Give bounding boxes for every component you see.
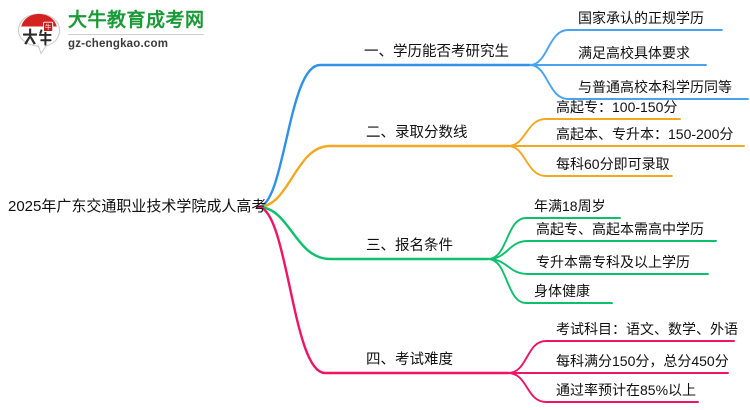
- leaf-4-3-label[interactable]: 通过率预计在85%以上: [556, 382, 697, 398]
- leaf-1-3-label[interactable]: 与普通高校本科学历同等: [578, 79, 732, 95]
- site-logo[interactable]: 牛 大牛教育成考网 gz-chengkao.com: [14, 6, 204, 62]
- sub-line-1-1: [529, 29, 723, 66]
- logo-site-name: 大牛教育成考网: [68, 10, 205, 31]
- root-node-label[interactable]: 2025年广东交通职业技术学院成人高考: [8, 198, 267, 215]
- branch-2-label[interactable]: 二、录取分数线: [366, 125, 468, 141]
- logo-domain: gz-chengkao.com: [68, 38, 169, 50]
- leaf-3-3-label[interactable]: 专升本需专科及以上学历: [536, 254, 690, 270]
- branch-4-label[interactable]: 四、考试难度: [366, 352, 453, 368]
- sub-line-4-3: [507, 372, 699, 403]
- sub-line-3-2: [487, 240, 717, 260]
- leaf-2-3-label[interactable]: 每科60分即可录取: [556, 156, 670, 172]
- branch-3-label[interactable]: 三、报名条件: [366, 238, 453, 254]
- leaf-1-1-label[interactable]: 国家承认的正规学历: [578, 10, 704, 26]
- leaf-3-4-label[interactable]: 身体健康: [534, 283, 590, 299]
- sub-line-2-3: [507, 145, 673, 177]
- main-line-3: [256, 205, 490, 261]
- main-line-4: [256, 205, 510, 375]
- leaf-4-2-label[interactable]: 每科满分150分，总分450分: [556, 353, 729, 369]
- sub-line-3-1: [487, 217, 621, 260]
- sub-line-1-3: [529, 64, 749, 100]
- leaf-4-1-label[interactable]: 考试科目：语文、数学、外语: [556, 321, 738, 337]
- leaf-3-1-label[interactable]: 年满18周岁: [534, 198, 606, 214]
- sub-line-3-4: [487, 258, 613, 304]
- main-branch-lines: [256, 63, 532, 375]
- leaf-1-2-label[interactable]: 满足高校具体要求: [578, 45, 690, 61]
- main-line-2: [256, 144, 510, 209]
- leaf-2-2-label[interactable]: 高起本、专升本：150-200分: [556, 126, 734, 142]
- branch-1-label[interactable]: 一、学历能否考研究生: [364, 44, 509, 60]
- logo-text-block: 大牛教育成考网 gz-chengkao.com: [68, 10, 208, 51]
- sub-line-4-1: [507, 340, 735, 374]
- svg-text:牛: 牛: [45, 22, 52, 31]
- main-line-1: [256, 63, 532, 209]
- sub-branch-lines: [487, 29, 749, 403]
- logo-divider: [68, 34, 204, 35]
- logo-mark-icon: 牛: [17, 13, 61, 55]
- leaf-3-2-label[interactable]: 高起专、高起本需高中学历: [536, 221, 704, 237]
- leaf-2-1-label[interactable]: 高起专：100-150分: [556, 99, 678, 115]
